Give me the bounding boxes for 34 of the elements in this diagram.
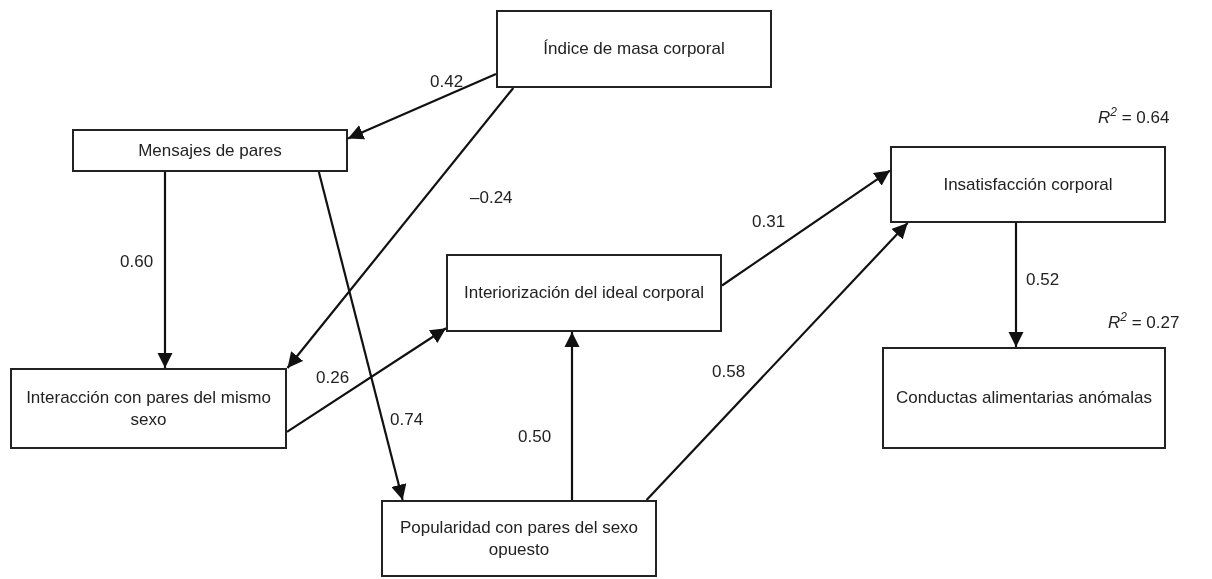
box-label: Mensajes de pares (138, 139, 282, 162)
arrow (564, 332, 580, 500)
edge-label: 0.58 (712, 362, 746, 382)
edge-label: 0.74 (390, 410, 424, 430)
r-squared-label: R$^{2}$ = 0.27 (1108, 309, 1180, 333)
arrow (286, 87, 515, 369)
arrow (1008, 223, 1024, 347)
box (10, 368, 287, 449)
edge-label: –0.24 (470, 188, 513, 208)
box (72, 129, 348, 172)
box-label: Insatisfacción corporal (943, 173, 1113, 196)
box (890, 146, 1166, 223)
box (381, 500, 657, 577)
r-squared-label: R$^{2}$ = 0.64 (1098, 104, 1170, 128)
arrow (347, 73, 497, 140)
edge-label: 0.31 (752, 212, 786, 232)
arrow (286, 327, 447, 433)
edge-label: 0.52 (1026, 270, 1060, 290)
arrow (721, 169, 891, 287)
arrow (157, 172, 173, 368)
arrow (645, 222, 909, 501)
box-label: Índice de masa corporal (543, 38, 725, 60)
box (496, 10, 772, 88)
box-label: Interiorización del ideal corporal (464, 282, 704, 304)
box-label: Popularidad con pares del sexo opuesto (398, 516, 640, 561)
box-label: Interacción con pares del mismo sexo (25, 386, 272, 431)
box-label: Conductas alimentarias anómalas (895, 387, 1153, 409)
edge-label: 0.60 (120, 252, 154, 272)
box (882, 347, 1166, 449)
box (446, 254, 722, 332)
edge-label: 0.42 (430, 72, 464, 92)
edge-label: 0.50 (518, 427, 552, 447)
edge-label: 0.26 (316, 368, 350, 388)
arrow (317, 171, 407, 501)
